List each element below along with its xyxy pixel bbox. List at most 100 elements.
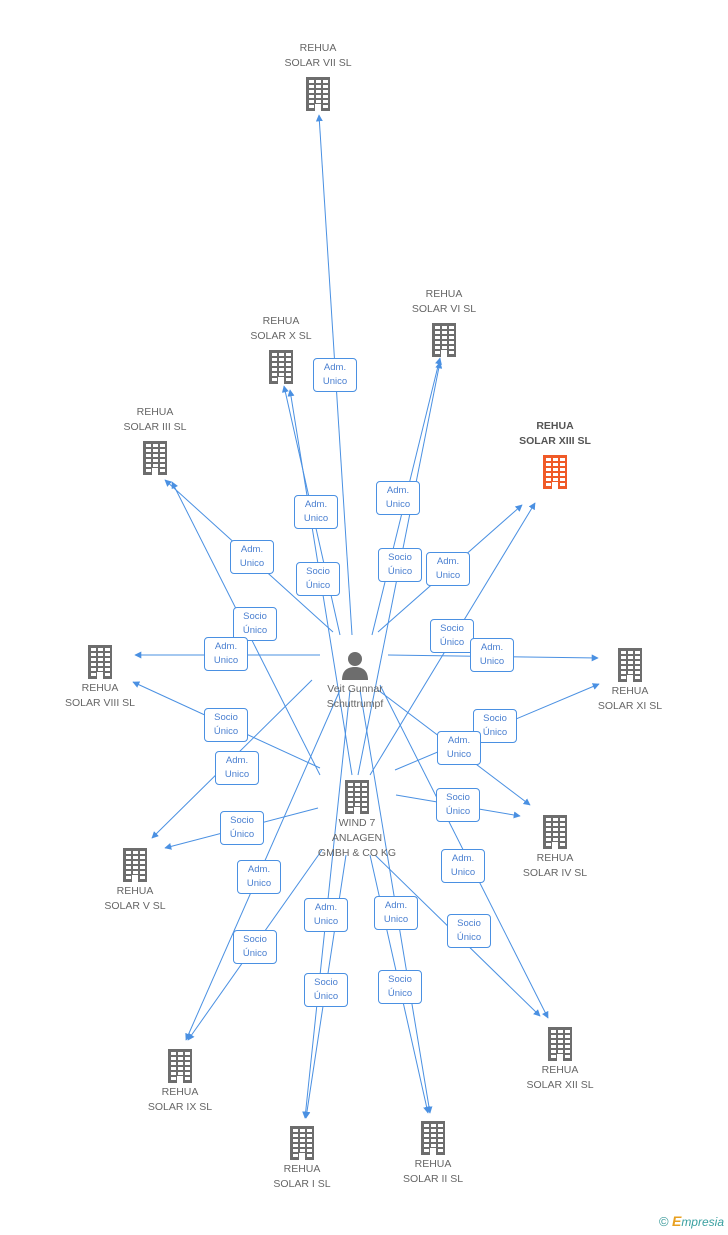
node-label-line: SOLAR IV SL: [522, 867, 588, 879]
building-icon[interactable]: [305, 77, 331, 116]
edge-label-veit-to-xii[interactable]: Adm.Unico: [441, 849, 485, 883]
edge-label-line: Adm.: [240, 544, 264, 555]
edge-label-line: Unico: [435, 570, 461, 581]
edge-label-veit-to-iv[interactable]: Adm.Unico: [437, 731, 481, 765]
edge-label-line: Socio: [388, 552, 412, 563]
edge-label-line: Adm.: [451, 853, 475, 864]
edge-label-line: Único: [242, 948, 268, 959]
node-label-ii[interactable]: REHUA SOLAR II SL: [363, 1157, 503, 1187]
edge-label-line: Socio: [243, 934, 267, 945]
edge-label-line: Socio: [214, 712, 238, 723]
edge-label-line: Adm.: [386, 485, 410, 496]
node-label-line: SOLAR IX SL: [147, 1101, 213, 1113]
building-icon[interactable]: [167, 1049, 193, 1088]
node-label-line: SOLAR I SL: [273, 1178, 331, 1190]
edge-label-line: Unico: [383, 914, 409, 925]
edge-label-line: Unico: [303, 513, 329, 524]
edge-label-veit-to-viii[interactable]: Adm.Unico: [204, 637, 248, 671]
edge-label-line: Único: [313, 991, 339, 1002]
edge-label-line: Socio: [306, 566, 330, 577]
edge-label-line: Unico: [479, 656, 505, 667]
edge-label-line: Único: [445, 806, 471, 817]
node-label-line: REHUA: [283, 1163, 321, 1175]
empresia-brand[interactable]: © Empresia: [659, 1213, 724, 1229]
edge-label-line: Unico: [239, 558, 265, 569]
edge-label-veit-to-x[interactable]: Adm. Unico: [294, 495, 338, 529]
edge-label-line: Unico: [224, 769, 250, 780]
node-label-line: SOLAR VII SL: [284, 57, 352, 69]
building-icon[interactable]: [87, 645, 113, 684]
edge-label-line: Único: [456, 932, 482, 943]
building-icon[interactable]: [542, 455, 568, 494]
edge-label-veit-to-i[interactable]: Adm.Unico: [304, 898, 348, 932]
building-icon[interactable]: [547, 1027, 573, 1066]
node-label-line: REHUA: [116, 885, 154, 897]
building-icon[interactable]: [122, 848, 148, 887]
edge-label-line: Unico: [246, 878, 272, 889]
edge-label-veit-to-ix[interactable]: Adm.Unico: [237, 860, 281, 894]
edge-label-line: Socio: [314, 977, 338, 988]
building-icon[interactable]: [289, 1126, 315, 1165]
node-label-line: SOLAR XII SL: [526, 1079, 594, 1091]
building-icon[interactable]: [142, 441, 168, 480]
edge-label-line: Único: [229, 829, 255, 840]
building-icon[interactable]: [542, 815, 568, 854]
node-label-ix[interactable]: REHUA SOLAR IX SL: [110, 1085, 250, 1115]
edge-label-line: Socio: [230, 815, 254, 826]
edge-label-veit-to-ii[interactable]: Adm.Unico: [374, 896, 418, 930]
edge-label-line: Único: [387, 988, 413, 999]
node-label-line: SOLAR II SL: [402, 1173, 464, 1185]
brand-initial: E: [671, 1213, 682, 1229]
person-icon[interactable]: [340, 650, 370, 685]
edge-label-veit-to-vii[interactable]: Adm.Unico: [313, 358, 357, 392]
edge-label-line: Adm.: [436, 556, 460, 567]
building-icon[interactable]: [431, 323, 457, 362]
edge-label-line: Unico: [313, 916, 339, 927]
building-icon[interactable]: [344, 780, 370, 819]
edge-label-veit-to-iii[interactable]: Adm. Unico: [230, 540, 274, 574]
edge-label-veit-to-xi[interactable]: Adm.Unico: [470, 638, 514, 672]
node-label-line: REHUA: [611, 685, 649, 697]
node-label-line: SOLAR XIII SL: [519, 435, 591, 447]
building-icon[interactable]: [617, 648, 643, 687]
building-icon[interactable]: [268, 350, 294, 389]
node-label-line: REHUA: [161, 1086, 199, 1098]
node-label-line: SOLAR VI SL: [411, 303, 477, 315]
edge-label-line: Socio: [243, 611, 267, 622]
edge-label-veit-to-v[interactable]: Adm.Unico: [215, 751, 259, 785]
edge-label-line: Socio: [483, 713, 507, 724]
edge-label-line: Único: [387, 566, 413, 577]
edge-label-line: Adm.: [304, 499, 328, 510]
node-label-i[interactable]: REHUA SOLAR I SL: [232, 1162, 372, 1192]
node-label-line: GMBH & CO KG: [317, 847, 397, 859]
node-label-line: REHUA: [414, 1158, 452, 1170]
edge-label-veit-to-xiii[interactable]: Adm. Unico: [426, 552, 470, 586]
building-icon[interactable]: [420, 1121, 446, 1160]
edge-label-veit-to-vi[interactable]: Adm.Unico: [376, 481, 420, 515]
